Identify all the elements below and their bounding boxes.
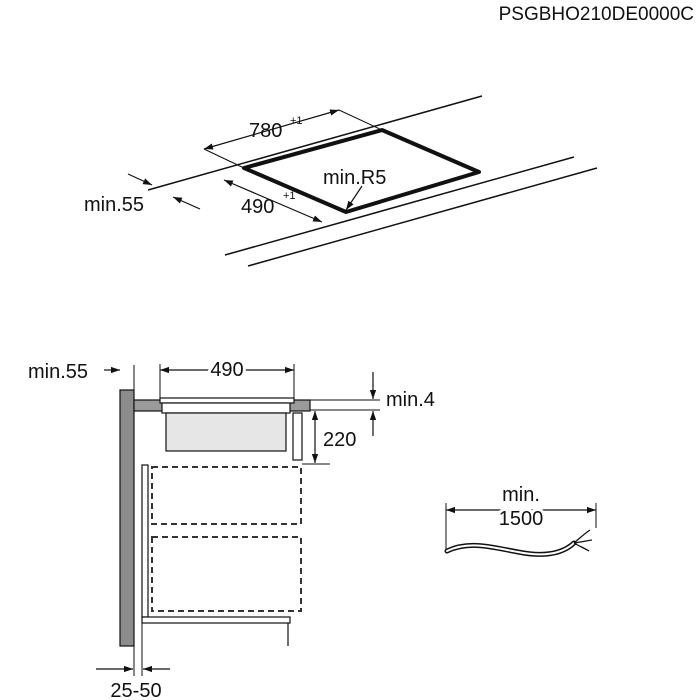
cabinet-base (141, 616, 291, 624)
hob-body (165, 412, 287, 452)
drawer-upper (151, 466, 302, 525)
top-view (127, 95, 598, 267)
cable-detail (444, 503, 597, 557)
rear-panel (141, 464, 149, 618)
depth-tolerance: +1 (283, 190, 296, 202)
top-view-labels: 780 +1 490 +1 min.55 min.R5 (84, 115, 386, 218)
width-dimension-line (203, 109, 340, 150)
hob-frame (161, 402, 291, 414)
cutout-depth-label: 490 (210, 359, 243, 381)
height-label: 220 (323, 429, 356, 451)
depth-dimension-line (223, 179, 323, 223)
width-extension-left (203, 148, 245, 169)
front-panel (292, 412, 303, 461)
cable-length-label-line1: min. (502, 484, 540, 506)
cable-labels: min. 1500 (496, 481, 547, 533)
width-label: 780 (249, 120, 282, 142)
width-extension-right (338, 109, 383, 131)
wall-distance-label: min.55 (28, 361, 88, 383)
radius-leader-line (345, 185, 363, 211)
wall-gap-label: 25-50 (110, 680, 161, 700)
corner-radius-label: min.R5 (323, 167, 386, 189)
width-tolerance: +1 (290, 115, 303, 127)
worktop-edge-front (224, 156, 575, 256)
depth-label: 490 (241, 196, 274, 218)
mains-cable-inner (446, 542, 575, 556)
worktop-edge-front-2 (247, 167, 598, 267)
edge-distance-arrow-upper (127, 173, 153, 186)
wall (119, 389, 135, 647)
hob-glass (159, 397, 295, 404)
side-view (96, 364, 380, 676)
cable-length-label-line2: 1500 (499, 508, 544, 530)
gap-label: min.4 (386, 389, 435, 411)
document-code: PSGBHO210DE0000C (499, 4, 694, 25)
drawer-lower (151, 536, 302, 612)
cable-wires (573, 529, 593, 552)
side-view-labels: min.55 490 min.4 220 25-50 (28, 356, 435, 700)
edge-distance-arrow-lower (172, 196, 201, 210)
edge-distance-label: min.55 (84, 194, 144, 216)
worktop-edge-top (147, 95, 483, 191)
